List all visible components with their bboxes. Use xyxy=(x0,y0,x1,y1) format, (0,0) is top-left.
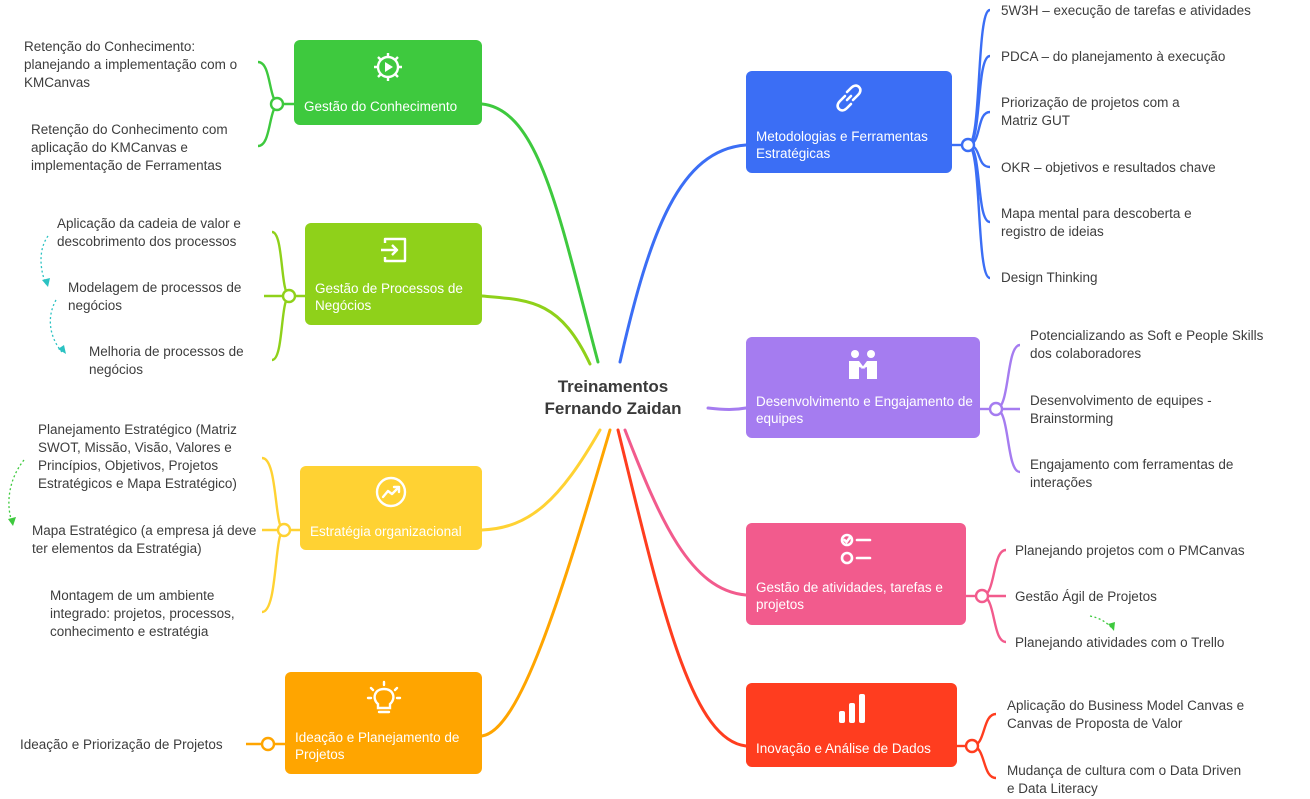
branch-label: Gestão do Conhecimento xyxy=(304,99,458,114)
branch-gestao-conhecimento[interactable]: Gestão do Conhecimento xyxy=(294,40,482,125)
leaf-inovacao-1[interactable]: Aplicação do Business Model Canvas e Can… xyxy=(1007,698,1245,731)
leaf-atividades-3[interactable]: Planejando atividades com o Trello xyxy=(1015,635,1225,650)
link-metodologias xyxy=(618,143,748,364)
leaf-gestao-conhecimento-1[interactable]: Retenção do Conhecimento: planejando a i… xyxy=(24,39,238,90)
leaf-atividades-1[interactable]: Planejando projetos com o PMCanvas xyxy=(1015,543,1245,558)
central-topic-line2: Fernando Zaidan xyxy=(544,399,682,418)
branch-label: Inovação e Análise de Dados xyxy=(756,741,931,756)
branch-metodologias[interactable]: Metodologias e Ferramentas Estratégicas xyxy=(746,71,952,173)
leaf-gestao-processos-3[interactable]: Melhoria de processos de negócios xyxy=(89,344,244,377)
leaf-desenvolvimento-3[interactable]: Engajamento com ferramentas de interaçõe… xyxy=(1030,457,1234,490)
branch-estrategia[interactable]: Estratégia organizacional xyxy=(300,466,482,550)
bar-chart-icon xyxy=(746,691,957,729)
leaf-inovacao-2[interactable]: Mudança de cultura com o Data Driven e D… xyxy=(1007,763,1242,796)
gear-play-icon xyxy=(294,50,482,88)
leaf-estrategia-3[interactable]: Montagem de um ambiente integrado: proje… xyxy=(50,588,235,639)
central-topic[interactable]: Treinamentos Fernando Zaidan xyxy=(518,376,708,420)
leaf-gestao-conhecimento-2[interactable]: Retenção do Conhecimento com aplicação d… xyxy=(31,122,228,173)
link-gestao-conhecimento xyxy=(480,102,600,364)
leaf-metodologias-1[interactable]: 5W3H – execução de tarefas e atividades xyxy=(1001,3,1251,18)
branch-desenvolvimento[interactable]: Desenvolvimento e Engajamento de equipes xyxy=(746,337,980,438)
leaf-metodologias-6[interactable]: Design Thinking xyxy=(1001,270,1098,285)
leaf-estrategia-2[interactable]: Mapa Estratégico (a empresa já deve ter … xyxy=(32,523,257,556)
branch-label: Gestão de Processos de Negócios xyxy=(315,281,463,313)
branch-atividades[interactable]: Gestão de atividades, tarefas e projetos xyxy=(746,523,966,625)
handshake-icon xyxy=(746,347,980,385)
leaf-metodologias-3[interactable]: Priorização de projetos com a Matriz GUT xyxy=(1001,95,1180,128)
leaf-desenvolvimento-2[interactable]: Desenvolvimento de equipes - Brainstormi… xyxy=(1030,393,1212,426)
leaf-metodologias-5[interactable]: Mapa mental para descoberta e registro d… xyxy=(1001,206,1192,239)
leaf-atividades-2[interactable]: Gestão Ágil de Projetos xyxy=(1015,589,1157,604)
leaf-metodologias-4[interactable]: OKR – objetivos e resultados chave xyxy=(1001,160,1216,175)
leaf-estrategia-1[interactable]: Planejamento Estratégico (Matriz SWOT, M… xyxy=(38,422,237,491)
branch-label: Desenvolvimento e Engajamento de equipes xyxy=(756,394,973,426)
central-topic-line1: Treinamentos xyxy=(557,377,669,396)
branch-label: Gestão de atividades, tarefas e projetos xyxy=(756,580,943,612)
link-estrategia xyxy=(480,428,602,532)
lightbulb-icon xyxy=(285,680,482,722)
branch-inovacao[interactable]: Inovação e Análise de Dados xyxy=(746,683,957,767)
leaf-gestao-processos-2[interactable]: Modelagem de processos de negócios xyxy=(68,280,242,313)
link-desenvolvimento xyxy=(706,406,748,411)
checklist-icon xyxy=(746,531,966,573)
branch-label: Metodologias e Ferramentas Estratégicas xyxy=(756,129,928,161)
branch-label: Estratégia organizacional xyxy=(310,524,462,539)
trend-up-icon xyxy=(300,474,482,514)
branch-ideacao[interactable]: Ideação e Planejamento de Projetos xyxy=(285,672,482,774)
link-icon xyxy=(746,81,952,119)
leaf-metodologias-2[interactable]: PDCA – do planejamento à execução xyxy=(1001,49,1226,64)
link-atividades xyxy=(623,428,748,597)
link-gestao-processos xyxy=(480,294,592,366)
leaf-gestao-processos-1[interactable]: Aplicação da cadeia de valor e descobrim… xyxy=(57,216,241,249)
link-inovacao xyxy=(616,428,748,748)
branch-gestao-processos[interactable]: Gestão de Processos de Negócios xyxy=(305,223,482,325)
branch-label: Ideação e Planejamento de Projetos xyxy=(295,730,460,762)
leaf-ideacao-1[interactable]: Ideação e Priorização de Projetos xyxy=(20,737,223,752)
process-box-icon xyxy=(305,233,482,271)
leaf-desenvolvimento-1[interactable]: Potencializando as Soft e People Skills … xyxy=(1030,328,1264,361)
link-ideacao xyxy=(480,428,612,738)
